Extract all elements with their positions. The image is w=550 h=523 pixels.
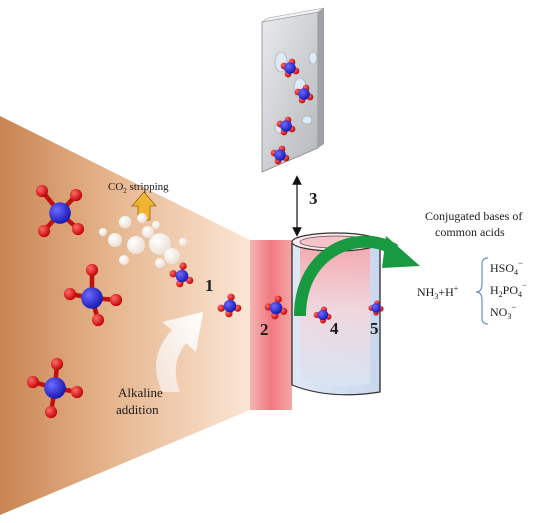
ammonium-molecule-icon [313, 306, 332, 324]
molecule-outer-atom [35, 184, 49, 198]
molecule-center-atom [223, 299, 237, 313]
hso4-label: HSO4− [490, 258, 523, 277]
step-5-label: 5 [370, 319, 379, 338]
ammonium-molecule-icon [35, 184, 85, 238]
alkaline-arrow-icon [156, 312, 203, 392]
molecule-center-atom [269, 301, 283, 315]
molecules-layer [26, 58, 384, 419]
step-2-label: 2 [260, 320, 269, 339]
molecule-outer-atom [274, 295, 282, 303]
molecule-outer-atom [85, 263, 99, 277]
ammonium-molecule-icon [217, 293, 242, 318]
no3-label: NO3− [490, 302, 516, 321]
alkaline-label-line1: Alkaline [118, 385, 163, 400]
molecule-outer-atom [37, 224, 51, 238]
co2-bubble-icon [99, 213, 187, 268]
molecule-center-atom [81, 287, 103, 309]
molecule-outer-atom [217, 304, 225, 312]
molecule-outer-atom [109, 293, 123, 307]
ammonium-molecule-icon [294, 84, 314, 104]
molecule-outer-atom [71, 222, 85, 236]
molecule-outer-atom [26, 375, 40, 389]
molecule-outer-atom [69, 188, 83, 202]
molecule-center-atom [371, 303, 381, 313]
molecule-center-atom [49, 202, 71, 224]
ammonium-molecule-icon [63, 263, 123, 327]
step-3-label: 3 [309, 189, 318, 208]
molecule-center-atom [274, 149, 286, 161]
conjugated-bases-line2: common acids [435, 225, 505, 239]
ammonium-molecule-icon [276, 116, 296, 136]
co2-stripping-label: CO2 stripping [108, 181, 169, 195]
ammonium-molecule-icon [169, 262, 194, 288]
molecule-outer-atom [91, 313, 105, 327]
molecule-outer-atom [70, 385, 84, 399]
molecule-outer-atom [50, 357, 64, 371]
molecule-outer-atom [63, 287, 77, 301]
molecule-outer-atom [44, 405, 58, 419]
step-4-label: 4 [330, 319, 339, 338]
molecule-outer-atom [227, 293, 235, 301]
molecule-center-atom [298, 88, 310, 100]
co2-up-arrow [131, 191, 157, 221]
conjugated-bases-line1: Conjugated bases of [425, 209, 522, 223]
feed-funnel [0, 116, 250, 515]
molecule-center-atom [317, 309, 329, 321]
ammonium-molecule-icon [368, 300, 384, 316]
molecule-outer-atom [186, 276, 194, 285]
porous-plate-icon [261, 7, 325, 173]
molecule-center-atom [284, 62, 296, 74]
ammonium-molecule-icon [280, 58, 300, 78]
green-flow-arrow [294, 235, 420, 317]
h2po4-label: H2PO4− [490, 280, 527, 299]
molecule-center-atom [280, 120, 292, 132]
nh3-label: NH3+H+ [417, 284, 459, 301]
membrane-section [250, 240, 292, 410]
ammonium-molecule-icon [264, 295, 288, 320]
ammonium-molecule-icon [26, 357, 84, 419]
molecule-center-atom [175, 269, 189, 283]
molecule-center-atom [44, 377, 66, 399]
ammonium-molecule-icon [270, 145, 290, 165]
acid-bracket [475, 257, 489, 325]
alkaline-label-line2: addition [116, 402, 159, 417]
step-1-label: 1 [205, 276, 214, 295]
molecule-outer-atom [169, 270, 177, 278]
molecule-outer-atom [179, 262, 187, 270]
